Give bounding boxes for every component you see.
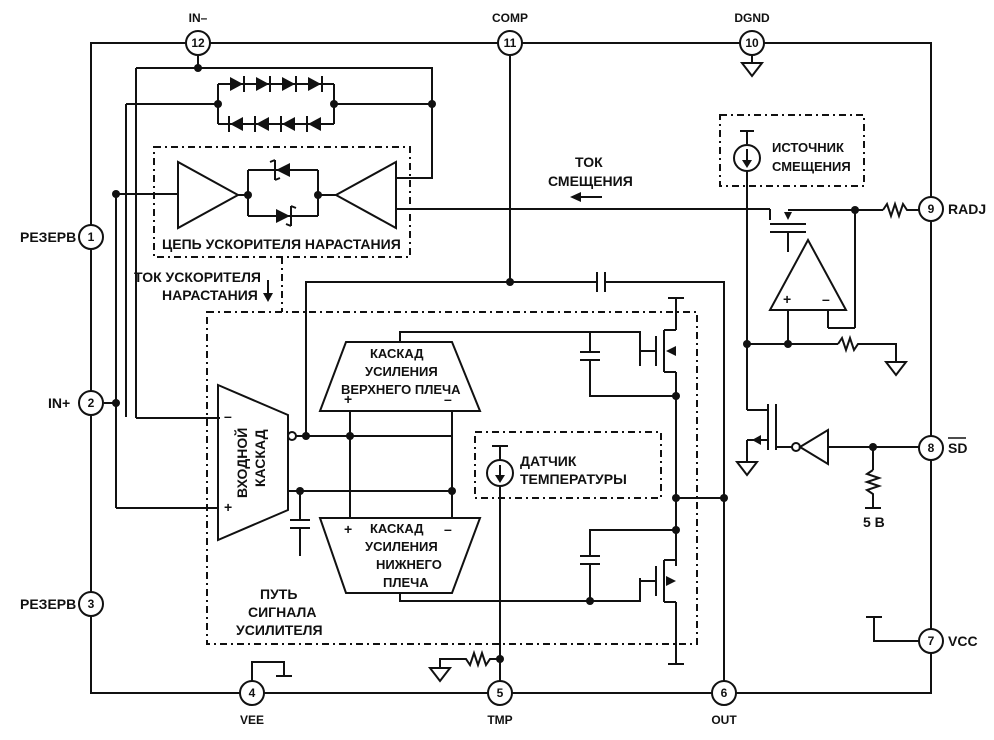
pin-8: 8 SD <box>918 435 967 461</box>
output-stage <box>580 297 724 665</box>
svg-text:7: 7 <box>928 634 935 648</box>
bias-current-label-2: СМЕЩЕНИЯ <box>548 173 633 189</box>
svg-text:12: 12 <box>191 36 205 50</box>
dgnd-ground-symbol <box>739 55 765 78</box>
svg-text:6: 6 <box>721 686 728 700</box>
pin-label-vcc: VCC <box>948 633 978 649</box>
svg-text:+: + <box>344 521 352 537</box>
pin-label-out: OUT <box>711 713 737 727</box>
svg-text:9: 9 <box>928 202 935 216</box>
lower-stage-label-4: ПЛЕЧА <box>383 575 429 590</box>
bias-source-box <box>719 114 865 187</box>
pin-1: 1 РЕЗЕРВ <box>20 224 104 250</box>
svg-text:4: 4 <box>249 686 256 700</box>
lower-gain-stage: + – <box>318 517 641 605</box>
pin-label-radj: RADJ <box>948 201 986 217</box>
five-volt-label: 5 В <box>863 514 885 530</box>
temp-sensor-label-2: ТЕМПЕРАТУРЫ <box>520 471 627 487</box>
svg-text:–: – <box>444 521 452 537</box>
temp-sensor-label-1: ДАТЧИК <box>520 453 577 469</box>
temp-sensor-symbol <box>427 445 514 683</box>
pin-3: 3 РЕЗЕРВ <box>20 591 104 617</box>
svg-text:8: 8 <box>928 441 935 455</box>
pin-label-dgnd: DGND <box>734 11 770 25</box>
radj-resistor <box>882 200 919 220</box>
pin-2: 2 IN+ <box>48 390 104 416</box>
slew-current-label-1: ТОК УСКОРИТЕЛЯ <box>134 269 261 285</box>
pin-label-tmp: TMP <box>487 713 512 727</box>
tmp-resistor <box>439 649 500 669</box>
input-stage-label-2: КАСКАД <box>252 429 268 487</box>
svg-text:2: 2 <box>88 396 95 410</box>
shutdown-inverter <box>798 428 829 466</box>
upper-gain-stage: + – <box>318 331 641 518</box>
pin-label-sd: SD <box>948 440 967 456</box>
pin-label-comp: COMP <box>492 11 528 25</box>
pin-10: 10 DGND <box>734 11 770 56</box>
radj-stage: + – <box>747 200 919 377</box>
lower-stage-label-2: УСИЛЕНИЯ <box>365 539 438 554</box>
input-stage-label-1: ВХОДНОЙ <box>233 428 250 498</box>
svg-text:10: 10 <box>745 36 759 50</box>
bias-source-symbol <box>733 130 761 410</box>
shutdown-stage <box>734 404 919 509</box>
pin-9: 9 RADJ <box>918 196 986 222</box>
upper-stage-label-2: УСИЛЕНИЯ <box>365 364 438 379</box>
signal-path-box <box>206 311 698 645</box>
svg-text:–: – <box>224 408 232 424</box>
booster-buffer-left <box>177 160 241 230</box>
pin-6: 6 OUT <box>711 680 737 727</box>
sd-pullup-resistor <box>863 469 883 508</box>
slew-booster-label: ЦЕПЬ УСКОРИТЕЛЯ НАРАСТАНИЯ <box>162 236 401 252</box>
bias-source-label-1: ИСТОЧНИК <box>772 140 844 155</box>
vcc-wire <box>873 617 919 642</box>
comp-network <box>305 55 728 681</box>
signal-path-label-3: УСИЛИТЕЛЯ <box>236 622 323 638</box>
temp-sensor-box <box>474 431 662 499</box>
svg-text:5: 5 <box>497 686 504 700</box>
pin-4: 4 VEE <box>239 680 265 727</box>
slew-current-arrow <box>263 280 273 302</box>
pin-11: 11 COMP <box>492 11 528 56</box>
pin-label-in-plus: IN+ <box>48 395 70 411</box>
diode-string <box>125 64 436 419</box>
pin-label-reserve-3: РЕЗЕРВ <box>20 596 76 612</box>
radj-opamp <box>768 237 848 311</box>
svg-text:1: 1 <box>88 230 95 244</box>
pin-5: 5 TMP <box>487 680 513 727</box>
booster-buffer-right <box>333 160 397 230</box>
signal-path-label-1: ПУТЬ <box>260 586 297 602</box>
upper-stage-label-1: КАСКАД <box>370 346 424 361</box>
svg-text:+: + <box>344 391 352 407</box>
svg-text:+: + <box>783 291 791 307</box>
svg-text:3: 3 <box>88 597 95 611</box>
vee-wire <box>251 661 285 681</box>
bias-current-label-1: ТОК <box>575 154 603 170</box>
slew-current-label-2: НАРАСТАНИЯ <box>162 287 258 303</box>
upper-stage-label-3: ВЕРХНЕГО ПЛЕЧА <box>341 382 461 397</box>
svg-text:+: + <box>224 499 232 515</box>
lower-stage-label-3: НИЖНЕГО <box>376 557 442 572</box>
pin-7: 7 VCC <box>918 628 978 654</box>
svg-text:11: 11 <box>504 36 517 50</box>
pin-label-in-minus: IN– <box>189 11 208 25</box>
svg-text:–: – <box>444 391 452 407</box>
pin-label-reserve-1: РЕЗЕРВ <box>20 229 76 245</box>
bias-current-arrow <box>570 192 602 202</box>
input-stage: – + <box>104 383 456 556</box>
pin-label-vee: VEE <box>240 713 264 727</box>
signal-path-label-2: СИГНАЛА <box>248 604 316 620</box>
pin-12: 12 IN– <box>185 11 211 68</box>
bias-source-label-2: СМЕЩЕНИЯ <box>772 159 851 174</box>
slew-booster-circuit <box>112 104 770 403</box>
svg-text:–: – <box>822 291 830 307</box>
bias-resistor <box>837 334 897 362</box>
lower-stage-label-1: КАСКАД <box>370 521 424 536</box>
